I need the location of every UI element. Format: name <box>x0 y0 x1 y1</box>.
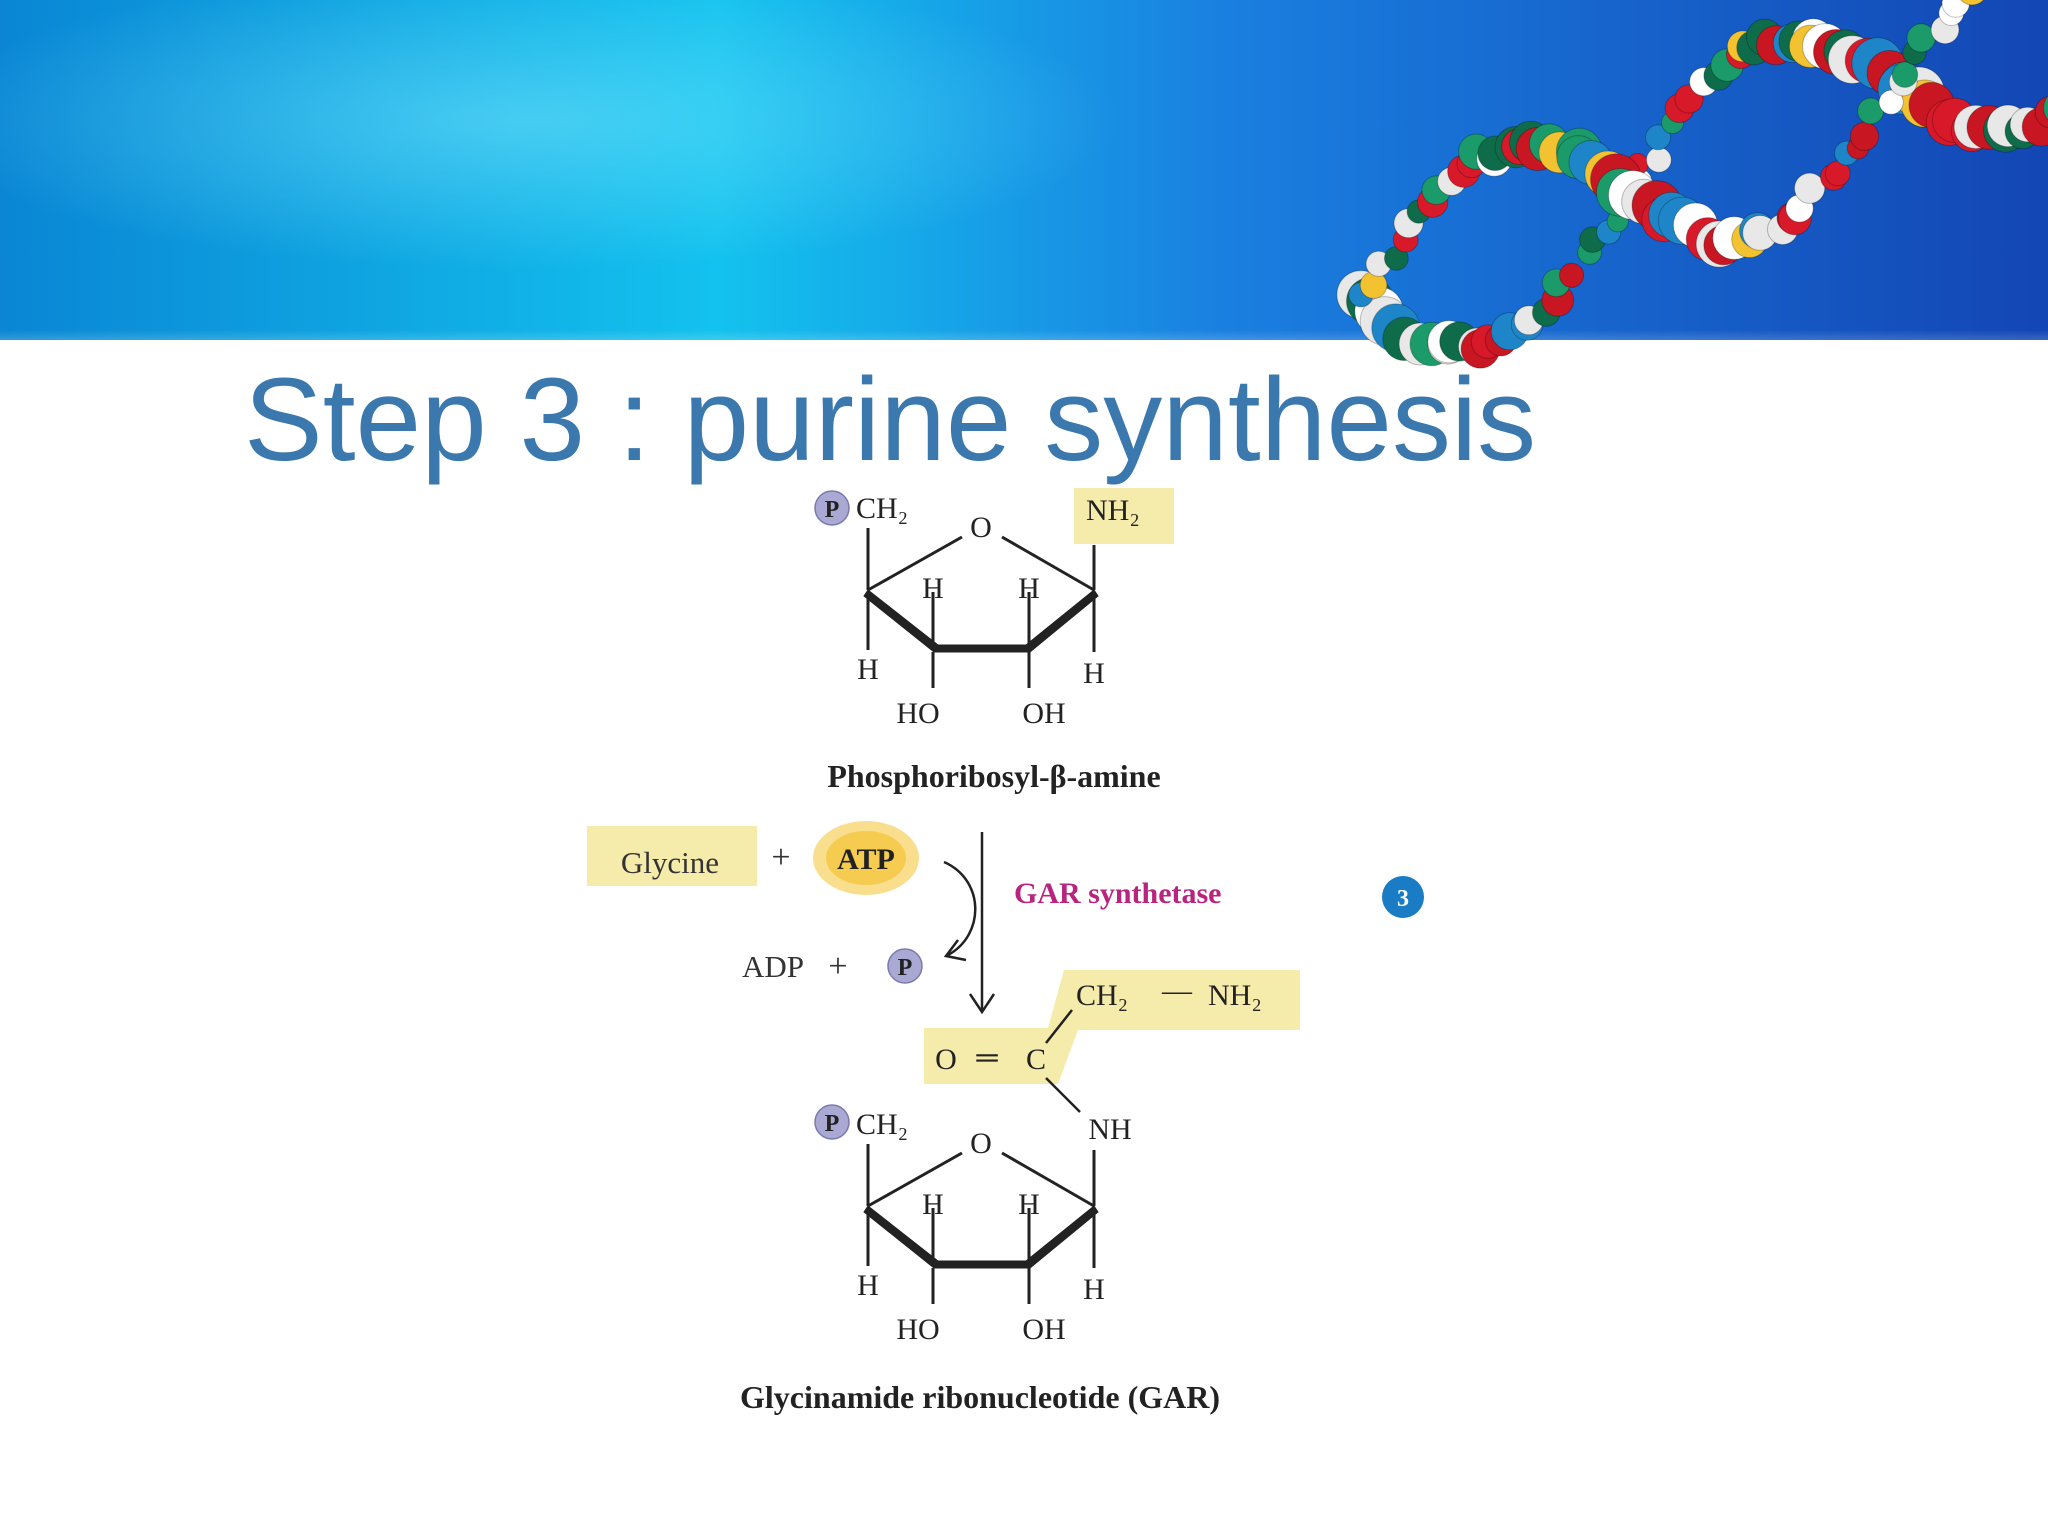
ring-h-b2: H <box>1018 1188 1040 1221</box>
dna-atom <box>1891 61 1919 88</box>
glycine-highlight <box>587 826 757 886</box>
ring-h-b4: H <box>1083 1273 1105 1306</box>
amine-label: NH₂ <box>1208 979 1262 1012</box>
reaction-step: Glycine + ATP ADP + P GAR synthetase 3 <box>587 821 1424 1015</box>
glycinamide-group: CH₂ — NH₂ O ═ C NH <box>924 970 1300 1146</box>
ribose-ring <box>863 528 1099 688</box>
dna-atom <box>1793 172 1826 204</box>
dna-atom <box>1645 124 1672 151</box>
plus-sign-1: + <box>771 839 790 876</box>
hydroxyl-ho-bottom: HO <box>896 1313 939 1346</box>
bottom-molecule: P CH₂ O H H H H HO OH Glycinamide <box>740 1104 1220 1415</box>
ch2-group-label: CH₂ <box>1076 979 1128 1012</box>
ribose-ring-bottom <box>863 1144 1099 1304</box>
ch2-label-bottom: CH₂ <box>856 1108 908 1141</box>
hydroxyl-oh: OH <box>1022 697 1065 730</box>
ring-h-4: H <box>1083 657 1105 690</box>
nh2-label: NH₂ <box>1086 494 1140 527</box>
ring-h-b1: H <box>922 1188 944 1221</box>
reaction-arrow <box>943 832 996 1015</box>
hydroxyl-oh-bottom: OH <box>1022 1313 1065 1346</box>
ring-h-2: H <box>1018 572 1040 605</box>
glycine-label: Glycine <box>621 845 719 880</box>
phosphate-icon-bottom <box>814 1104 850 1140</box>
ch2-label: CH₂ <box>856 492 908 525</box>
step-number: 3 <box>1397 886 1409 912</box>
double-bond: ═ <box>975 1041 998 1074</box>
dna-atom <box>1878 89 1904 115</box>
ring-oxygen-bottom: O <box>970 1127 992 1160</box>
phosphate-icon <box>814 490 850 526</box>
hydroxyl-ho: HO <box>896 697 939 730</box>
dna-helix-image <box>1336 0 2048 369</box>
phosphate-label-bottom: P <box>825 1111 840 1137</box>
dna-atom <box>2043 95 2048 121</box>
top-molecule: P CH₂ O NH₂ H H H H HO OH <box>814 488 1174 794</box>
ring-h-3: H <box>857 653 879 686</box>
nh-linker: NH <box>1088 1113 1131 1146</box>
step-badge <box>1382 876 1424 918</box>
dna-atom <box>1960 0 1985 6</box>
ring-h-b3: H <box>857 1269 879 1302</box>
header-banner <box>0 0 2048 480</box>
adp-label: ADP <box>742 949 804 984</box>
ring-oxygen-label: O <box>970 511 992 544</box>
carbonyl-carbon: C <box>1026 1043 1046 1076</box>
phosphate-label: P <box>825 497 840 523</box>
slide-title: Step 3 : purine synthesis <box>244 354 1537 486</box>
dna-atom <box>1558 262 1585 288</box>
bond-dash: — <box>1161 974 1193 1007</box>
top-molecule-name: Phosphoribosyl-β-amine <box>827 758 1160 794</box>
enzyme-label: GAR synthetase <box>1014 877 1222 910</box>
phosphate-product-label: P <box>898 955 913 981</box>
ring-h-1: H <box>922 572 944 605</box>
atp-label: ATP <box>837 843 895 876</box>
glycine-group-highlight <box>924 970 1300 1084</box>
nh2-highlight <box>1074 488 1174 544</box>
bottom-molecule-name: Glycinamide ribonucleotide (GAR) <box>740 1379 1220 1415</box>
carbonyl-oxygen: O <box>935 1043 957 1076</box>
plus-sign-2: + <box>828 948 847 985</box>
phosphate-product-icon <box>887 948 923 984</box>
